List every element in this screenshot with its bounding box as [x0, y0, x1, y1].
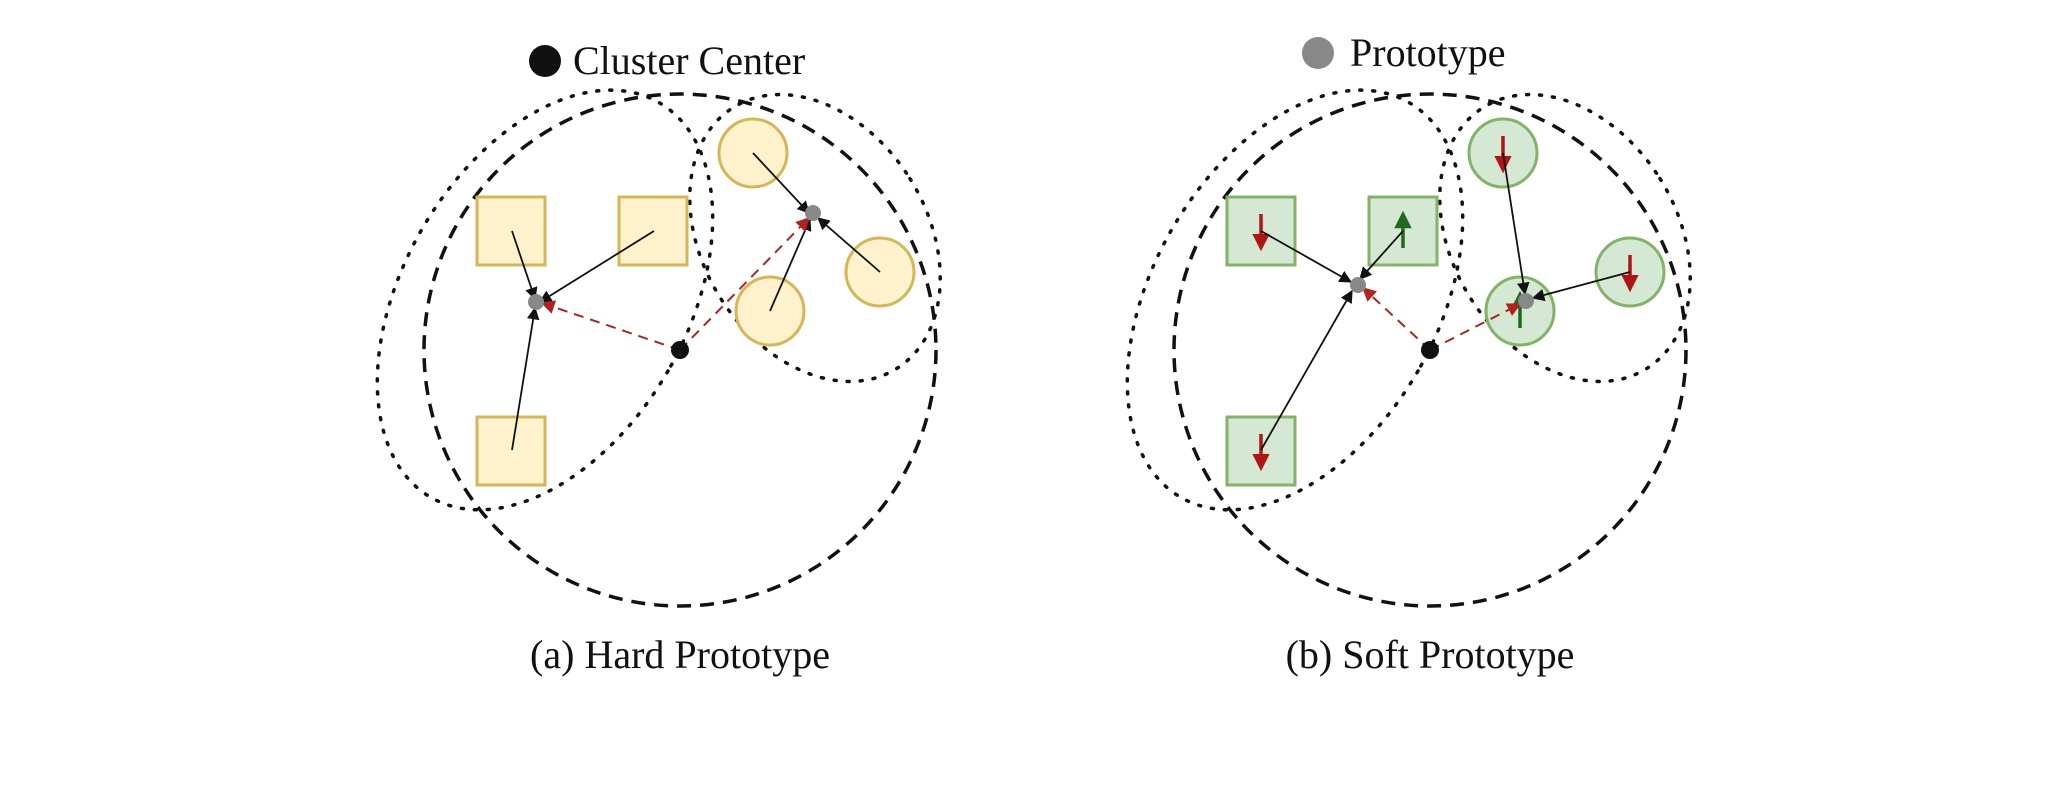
assignment-arrow	[752, 152, 810, 214]
legend-cluster-center: Cluster Center	[529, 38, 805, 83]
prototype-legend-label: Prototype	[1350, 30, 1506, 75]
cluster-center-legend-icon	[529, 45, 561, 77]
assignment-arrow	[1531, 271, 1631, 302]
assignment-arrow	[817, 217, 881, 273]
assignment-arrow	[511, 306, 540, 451]
panel-soft-prototype: (b) Soft Prototype	[1125, 88, 1692, 677]
prototype-point	[528, 294, 544, 310]
assignment-arrow	[1260, 289, 1353, 451]
panel-hard-prototype: (a) Hard Prototype	[375, 88, 942, 677]
prototype-point	[1518, 293, 1534, 309]
center-link-dashed	[679, 216, 810, 351]
prototype-point	[805, 205, 821, 221]
square-cluster-region	[375, 88, 715, 512]
circle-cluster-region	[688, 92, 942, 384]
prototype-legend-icon	[1302, 37, 1334, 69]
prototype-point	[1350, 277, 1366, 293]
assignment-arrow	[769, 217, 812, 312]
outer-boundary	[1172, 92, 1688, 608]
caption-hard-prototype: (a) Hard Prototype	[530, 632, 830, 677]
legend-prototype: Prototype	[1302, 30, 1506, 75]
circle-cluster-region	[1438, 92, 1692, 384]
center-link-dashed	[540, 300, 681, 351]
cluster-center-point	[671, 341, 689, 359]
caption-soft-prototype: (b) Soft Prototype	[1286, 632, 1575, 677]
assignment-arrow	[1502, 152, 1530, 296]
square-sample	[475, 195, 547, 267]
cluster-center-point	[1421, 341, 1439, 359]
square-sample	[475, 415, 547, 487]
assignment-arrow	[538, 230, 655, 303]
assignment-arrow	[1359, 230, 1404, 280]
center-link-dashed	[1361, 287, 1431, 351]
square-sample	[1367, 195, 1439, 267]
outer-boundary	[422, 92, 938, 608]
assignment-arrow	[1260, 230, 1353, 283]
square-cluster-region	[1125, 88, 1465, 512]
assignment-arrow	[511, 230, 538, 301]
cluster-center-legend-label: Cluster Center	[573, 38, 805, 83]
